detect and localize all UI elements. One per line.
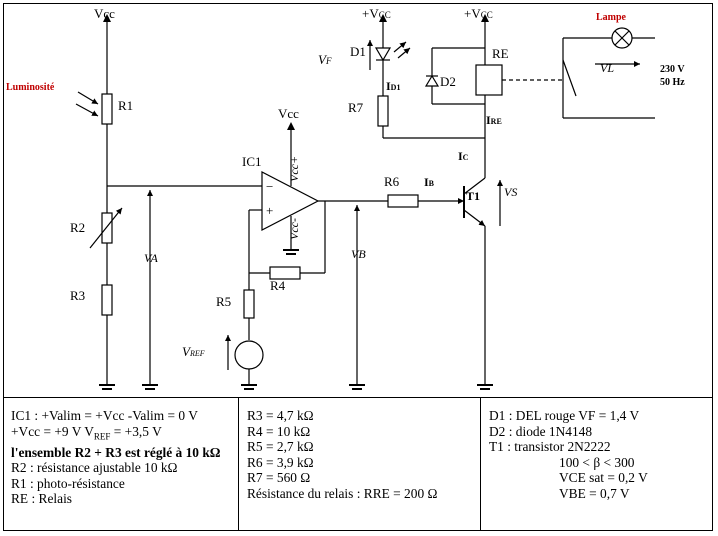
legend-vce-sat: VCE sat = 0,2 V [559, 470, 648, 485]
vref-label: VREF [182, 344, 205, 359]
vf-label: VF [318, 52, 332, 67]
legend-d2: D2 : diode 1N4148 [489, 423, 593, 439]
va-label: VA [144, 251, 158, 265]
legend-r5: R5 = 2,7 kΩ [247, 439, 314, 454]
lampe-label: Lampe [596, 12, 627, 23]
legend-ic1-supply: IC1 : +Valim = +Vcc -Valim = 0 V [11, 408, 198, 423]
opamp-plus-label: + [266, 203, 273, 218]
r3-label: R3 [70, 288, 85, 303]
ic1-label: IC1 [242, 154, 262, 169]
r5-label: R5 [216, 294, 231, 309]
legend-vcc-vref: +Vcc = +9 V VREF = +3,5 V [11, 423, 162, 442]
vcc-minus-label: Vcc- [287, 218, 301, 240]
luminosite-label: Luminosité [6, 82, 55, 93]
diagram-frame [3, 3, 713, 531]
re-label: RE [492, 46, 509, 61]
mains-voltage-label: 230 V [660, 64, 685, 75]
legend-col-3: D1 : DEL rouge VF = 1,4 V D2 : diode 1N4… [481, 398, 713, 531]
t1-label: T1 [466, 189, 480, 203]
d2-label: D2 [440, 74, 456, 89]
vb-label: VB [351, 247, 366, 261]
legend-r2: R2 : résistance ajustable 10 kΩ [11, 460, 178, 476]
legend-col-2: R3 = 4,7 kΩ R4 = 10 kΩ R5 = 2,7 kΩ R6 = … [239, 398, 481, 531]
ib-label: IB [424, 175, 435, 189]
ic-label: IC [458, 149, 469, 163]
legend-r1: R1 : photo-résistance [11, 475, 125, 491]
legend-r2-r3-setting: l'ensemble R2 + R3 est réglé à 10 kΩ [11, 444, 221, 460]
legend-re: RE : Relais [11, 491, 72, 507]
legend-t1: T1 : transistor 2N2222 [489, 439, 611, 454]
r6-label: R6 [384, 174, 400, 189]
vcc-led-label: +VCC [362, 6, 391, 21]
d1-label: D1 [350, 44, 366, 59]
r7-label: R7 [348, 100, 364, 115]
legend-r4: R4 = 10 kΩ [247, 423, 311, 439]
vcc-left-label: Vcc [94, 6, 115, 21]
mains-frequency-label: 50 Hz [660, 77, 685, 88]
r1-label: R1 [118, 98, 133, 113]
vcc-opamp-label: Vcc [278, 106, 299, 121]
legend-r3: R3 = 4,7 kΩ [247, 408, 314, 423]
legend-relay-resistance: Résistance du relais : RRE = 200 Ω [247, 485, 438, 501]
legend-r6: R6 = 3,9 kΩ [247, 454, 314, 470]
legend-beta: 100 < β < 300 [559, 454, 635, 470]
legend-r7: R7 = 560 Ω [247, 470, 311, 485]
opamp-minus-label: − [266, 179, 273, 194]
r4-label: R4 [270, 278, 286, 293]
vcc-relay-label: +VCC [464, 6, 493, 21]
legend-d1: D1 : DEL rouge VF = 1,4 V [489, 408, 640, 423]
component-legend: IC1 : +Valim = +Vcc -Valim = 0 V +Vcc = … [3, 397, 713, 531]
legend-vbe: VBE = 0,7 V [559, 485, 630, 501]
circuit-schematic: Vcc Vcc +VCC +VCC Luminosité Lampe R1 R2… [6, 6, 685, 390]
ire-label: IRE [486, 113, 502, 127]
vcc-plus-label: Vcc+ [287, 156, 301, 182]
legend-col-1: IC1 : +Valim = +Vcc -Valim = 0 V +Vcc = … [3, 398, 239, 531]
vl-label: VL [600, 61, 614, 75]
r2-label: R2 [70, 220, 85, 235]
id1-label: ID1 [386, 79, 400, 93]
vs-label: VS [504, 185, 517, 199]
